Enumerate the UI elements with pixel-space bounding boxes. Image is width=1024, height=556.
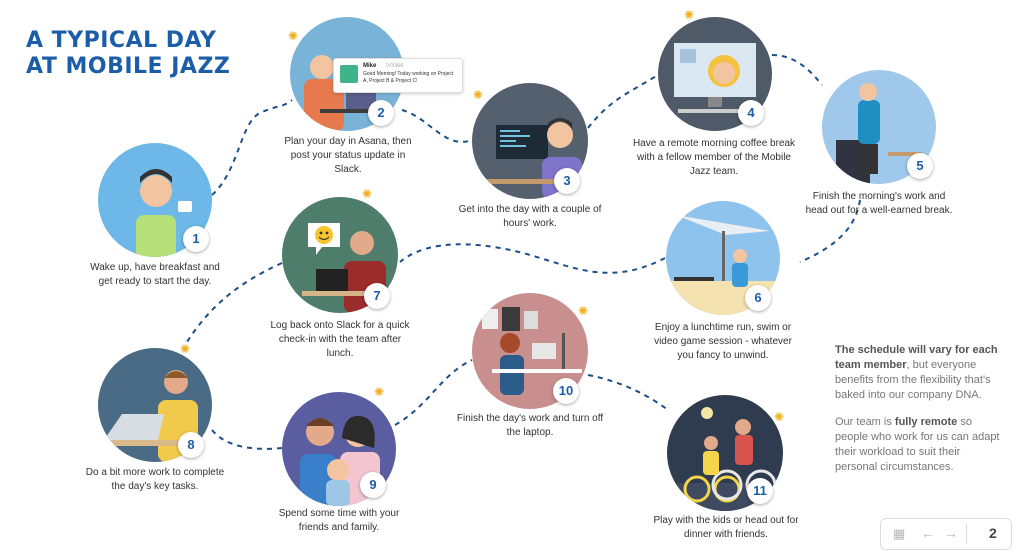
avatar xyxy=(340,65,358,83)
slack-sender-name: Mike xyxy=(363,63,377,69)
step-10-number: 10 xyxy=(553,378,579,404)
step-6-caption: Enjoy a lunchtime run, swim or video gam… xyxy=(654,322,792,361)
page-title: A TYPICAL DAY AT MOBILE JAZZ xyxy=(26,28,230,80)
sun-icon: ✺ xyxy=(288,29,299,43)
step-7-caption: Log back onto Slack for a quick check-in… xyxy=(270,320,410,359)
step-8-number: 8 xyxy=(178,432,204,458)
sun-icon: ✺ xyxy=(180,342,191,356)
step-3-number: 3 xyxy=(554,168,580,194)
step-8-caption: Do a bit more work to complete the day's… xyxy=(85,467,225,492)
step-9-number: 9 xyxy=(360,472,386,498)
schedule-note: The schedule will vary for each team mem… xyxy=(835,343,1000,487)
step-11-caption: Play with the kids or head out for dinne… xyxy=(653,515,799,540)
grid-icon[interactable]: ▦ xyxy=(893,526,906,541)
step-7-number: 7 xyxy=(364,283,390,309)
sun-icon: ✺ xyxy=(684,8,695,22)
sun-icon: ✺ xyxy=(473,88,484,102)
note-p2-rest: so people who work for us can adapt thei… xyxy=(835,416,1000,473)
step-4-illustration xyxy=(658,17,772,131)
title-line-1: A TYPICAL DAY xyxy=(26,28,217,53)
step-4-number: 4 xyxy=(738,100,764,126)
sun-icon: ✺ xyxy=(374,385,385,399)
step-3-caption: Get into the day with a couple of hours'… xyxy=(458,204,602,229)
note-p2-bold: fully remote xyxy=(894,416,958,428)
arrow-right-icon[interactable]: → xyxy=(944,525,958,541)
slack-time: 9:00AM xyxy=(386,63,404,69)
note-p1-rest: , but everyone benefits from the flexibi… xyxy=(835,359,991,401)
step-5-number: 5 xyxy=(907,153,933,179)
sun-icon: ✺ xyxy=(578,304,589,318)
step-1-number: 1 xyxy=(183,226,209,252)
page-number: 2 xyxy=(989,525,997,541)
step-4-caption: Have a remote morning coffee break with … xyxy=(632,138,796,177)
step-2-caption: Plan your day in Asana, then post your s… xyxy=(284,136,412,175)
step-5-caption: Finish the morning's work and head out f… xyxy=(805,191,953,216)
slack-message-text: Good Morning! Today working on Project A… xyxy=(363,71,454,84)
slack-message-card: Mike 9:00AM Good Morning! Today working … xyxy=(333,58,463,93)
arrow-left-icon[interactable]: ← xyxy=(921,525,935,541)
step-2-number: 2 xyxy=(368,100,394,126)
step-6-number: 6 xyxy=(745,285,771,311)
slide-pager: ▦ ← → 2 xyxy=(880,518,1012,550)
step-9-caption: Spend some time with your friends and fa… xyxy=(278,508,400,533)
title-line-2: AT MOBILE JAZZ xyxy=(26,54,231,79)
note-p2-start: Our team is xyxy=(835,416,895,428)
note-p1-bold: The schedule will vary for each team mem… xyxy=(835,344,998,371)
step-1-illustration xyxy=(98,143,212,257)
sun-icon: ✺ xyxy=(774,410,785,424)
step-11-number: 11 xyxy=(747,478,773,504)
step-10-illustration xyxy=(472,293,588,409)
pager-divider xyxy=(966,524,967,544)
step-5-illustration xyxy=(822,70,936,184)
step-10-caption: Finish the day's work and turn off the l… xyxy=(456,413,604,438)
step-7-illustration xyxy=(282,197,398,313)
note-paragraph-2: Our team is fully remote so people who w… xyxy=(835,415,1000,475)
note-paragraph-1: The schedule will vary for each team mem… xyxy=(835,343,1000,403)
step-1-caption: Wake up, have breakfast and get ready to… xyxy=(90,262,220,287)
sun-icon: ✺ xyxy=(362,187,373,201)
